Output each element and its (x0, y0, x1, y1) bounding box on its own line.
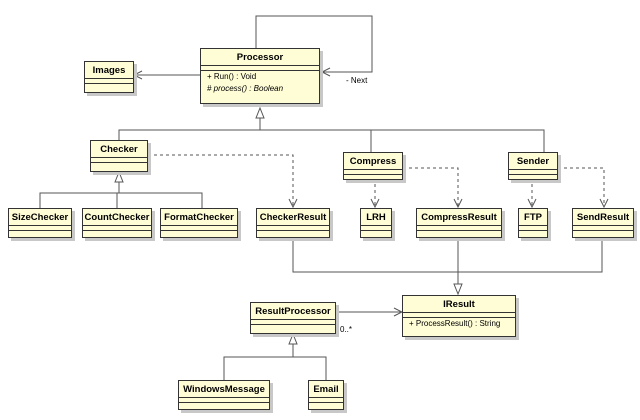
iresult-operation-processresult: + ProcessResult() : String (409, 319, 501, 328)
class-windowsmessage[interactable]: WindowsMessage (178, 380, 273, 413)
dependency-checker-checkerresult (148, 154, 293, 207)
class-sizechecker[interactable]: SizeChecker (8, 208, 75, 241)
class-countchecker[interactable]: CountChecker (82, 208, 155, 241)
class-compressresult[interactable]: CompressResult (416, 208, 505, 241)
class-windowsmessage-name: WindowsMessage (183, 384, 265, 395)
class-lrh-name: LRH (366, 212, 386, 223)
class-sender-name: Sender (516, 156, 550, 167)
dependency-compress-compressresult (403, 167, 458, 207)
class-sender[interactable]: Sender (508, 152, 561, 183)
class-sendresult[interactable]: SendResult (572, 208, 637, 241)
class-resultprocessor-name: ResultProcessor (255, 306, 331, 317)
generalization-to-checker (39, 192, 203, 208)
class-processor[interactable]: Processor + Run() : Void # process() : B… (200, 48, 323, 107)
class-formatchecker-name: FormatChecker (164, 212, 234, 223)
class-images[interactable]: Images (84, 61, 137, 96)
class-sizechecker-name: SizeChecker (11, 212, 69, 223)
class-checkerresult-name: CheckerResult (259, 212, 327, 223)
dependency-sender-sendresult (558, 167, 604, 207)
class-images-name: Images (92, 65, 126, 76)
generalization-to-processor (118, 129, 545, 152)
processor-operation-process: # process() : Boolean (207, 84, 284, 93)
class-checkerresult[interactable]: CheckerResult (256, 208, 333, 241)
class-email[interactable]: Email (308, 380, 347, 413)
class-email-name: Email (313, 384, 339, 395)
processor-operation-run: + Run() : Void (207, 72, 257, 81)
class-compress-name: Compress (349, 156, 397, 167)
class-iresult-name: IResult (443, 299, 475, 310)
class-checker[interactable]: Checker (90, 140, 151, 175)
generalization-to-resultprocessor (223, 356, 327, 380)
class-processor-name: Processor (236, 52, 284, 63)
self-association-next (255, 15, 373, 72)
class-compressresult-name: CompressResult (421, 212, 497, 223)
class-ftp[interactable]: FTP (518, 208, 551, 241)
class-lrh[interactable]: LRH (360, 208, 395, 241)
multiplicity-label: 0..* (340, 325, 353, 334)
class-ftp-name: FTP (524, 212, 542, 223)
class-compress[interactable]: Compress (343, 152, 406, 183)
realization-to-iresult (292, 237, 603, 273)
class-checker-name: Checker (100, 144, 138, 155)
role-label-next: - Next (346, 76, 368, 85)
class-formatchecker[interactable]: FormatChecker (160, 208, 241, 241)
class-countchecker-name: CountChecker (84, 212, 150, 223)
class-resultprocessor[interactable]: ResultProcessor (250, 302, 339, 337)
class-iresult[interactable]: IResult + ProcessResult() : String (402, 295, 519, 340)
class-sendresult-name: SendResult (576, 212, 630, 223)
